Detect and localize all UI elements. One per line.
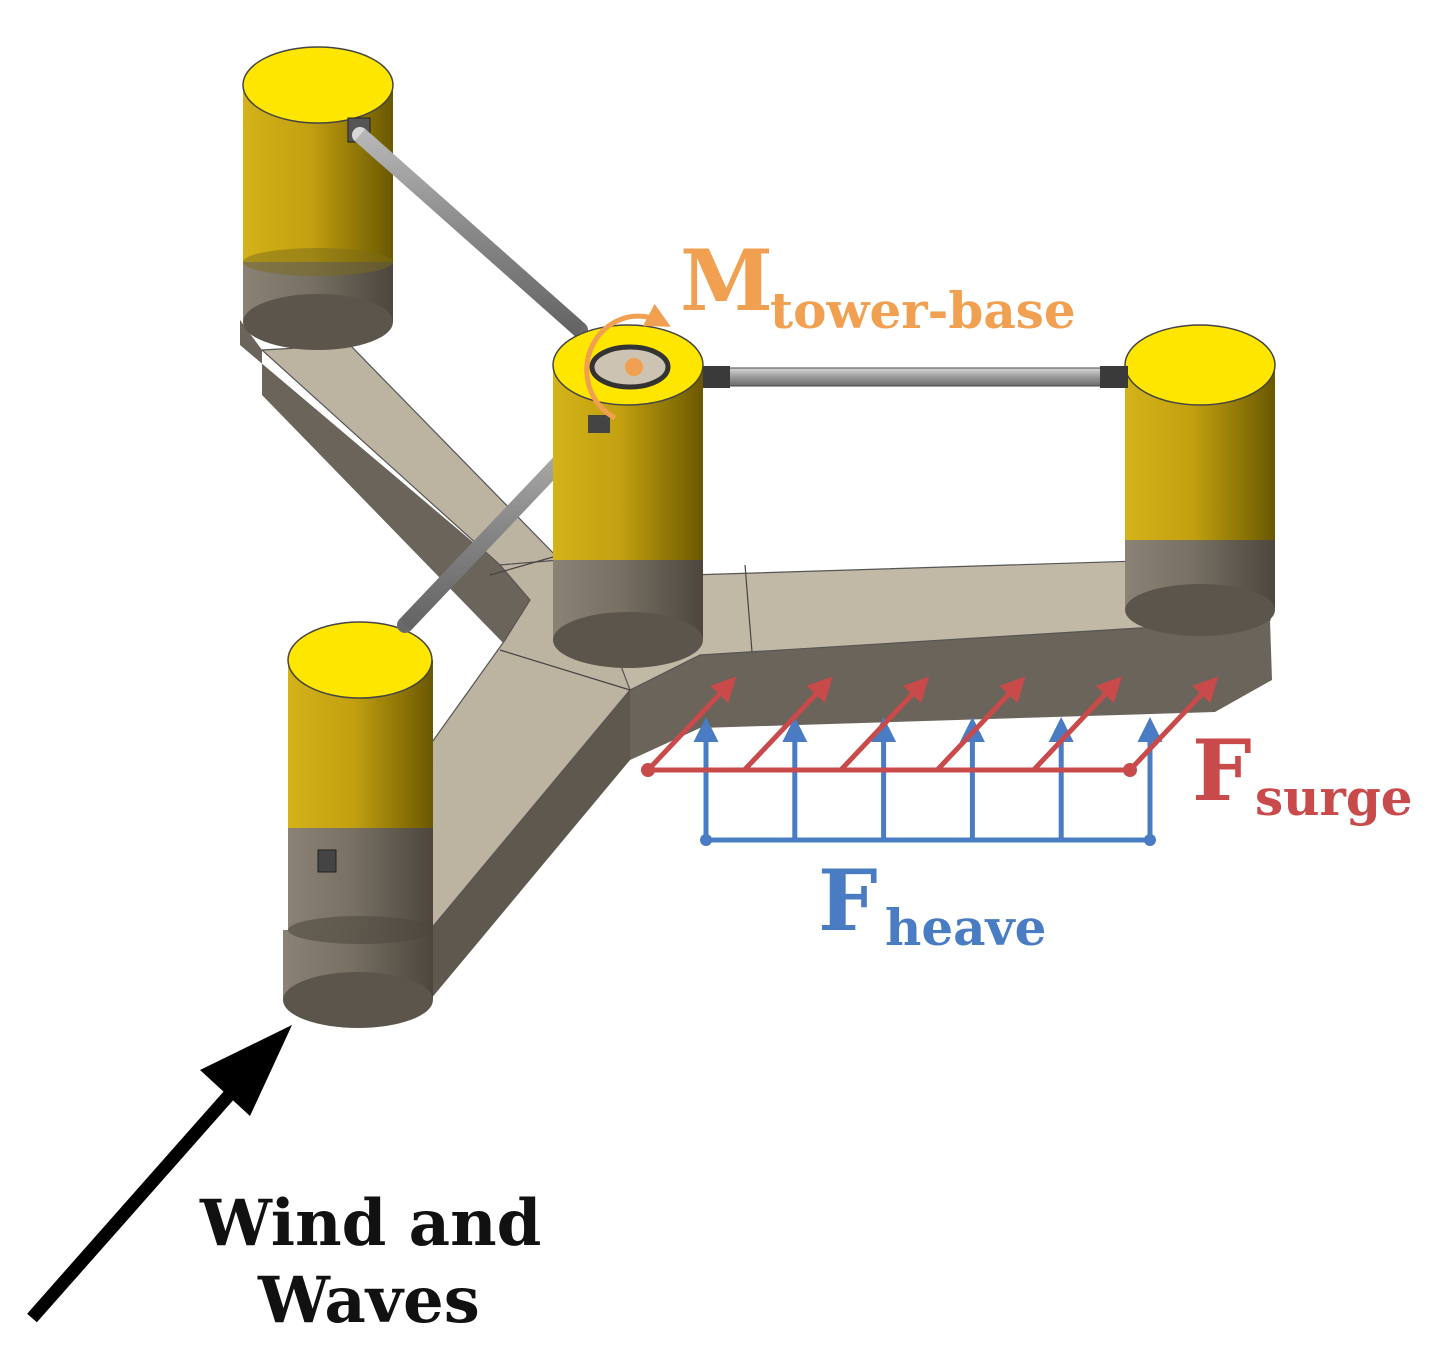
surge-arrow — [838, 676, 930, 772]
column-top — [242, 46, 394, 124]
wind-label-line1: Wind and — [199, 1186, 541, 1261]
surge-force: F surge — [641, 676, 1413, 827]
moment-subscript: tower-base — [770, 281, 1076, 340]
heave-label: F — [818, 851, 878, 950]
moment-arrow — [584, 303, 671, 421]
surge-label: F — [1192, 721, 1252, 820]
surge-subscript: surge — [1255, 768, 1413, 827]
wind-arrow-shaft — [27, 1080, 243, 1323]
surge-arrow — [646, 676, 737, 772]
column-center — [552, 324, 704, 668]
wind-label-line2: Waves — [257, 1263, 480, 1338]
column-front-left — [283, 621, 433, 1028]
wind-arrow-head — [200, 1025, 292, 1116]
wind-waves-annotation: Wind and Waves — [27, 1025, 541, 1338]
surge-arrow — [1128, 676, 1219, 772]
moment-annotation: M tower-base — [584, 231, 1076, 421]
surge-arrow — [935, 676, 1026, 772]
bracing — [352, 127, 1128, 633]
column-top — [287, 621, 433, 699]
surge-arrow — [1031, 676, 1123, 772]
heave-force: F heave — [693, 717, 1163, 957]
heave-subscript: heave — [885, 898, 1046, 957]
column-right — [1124, 324, 1276, 636]
brace-back-left — [352, 127, 588, 338]
column-back-left — [242, 46, 394, 350]
moment-label: M — [680, 231, 773, 330]
brace-right — [699, 367, 1126, 387]
pontoon-front-left-side — [430, 690, 630, 1000]
surge-arrow — [742, 676, 833, 772]
column-top — [1124, 324, 1276, 406]
moment-point — [625, 358, 643, 376]
